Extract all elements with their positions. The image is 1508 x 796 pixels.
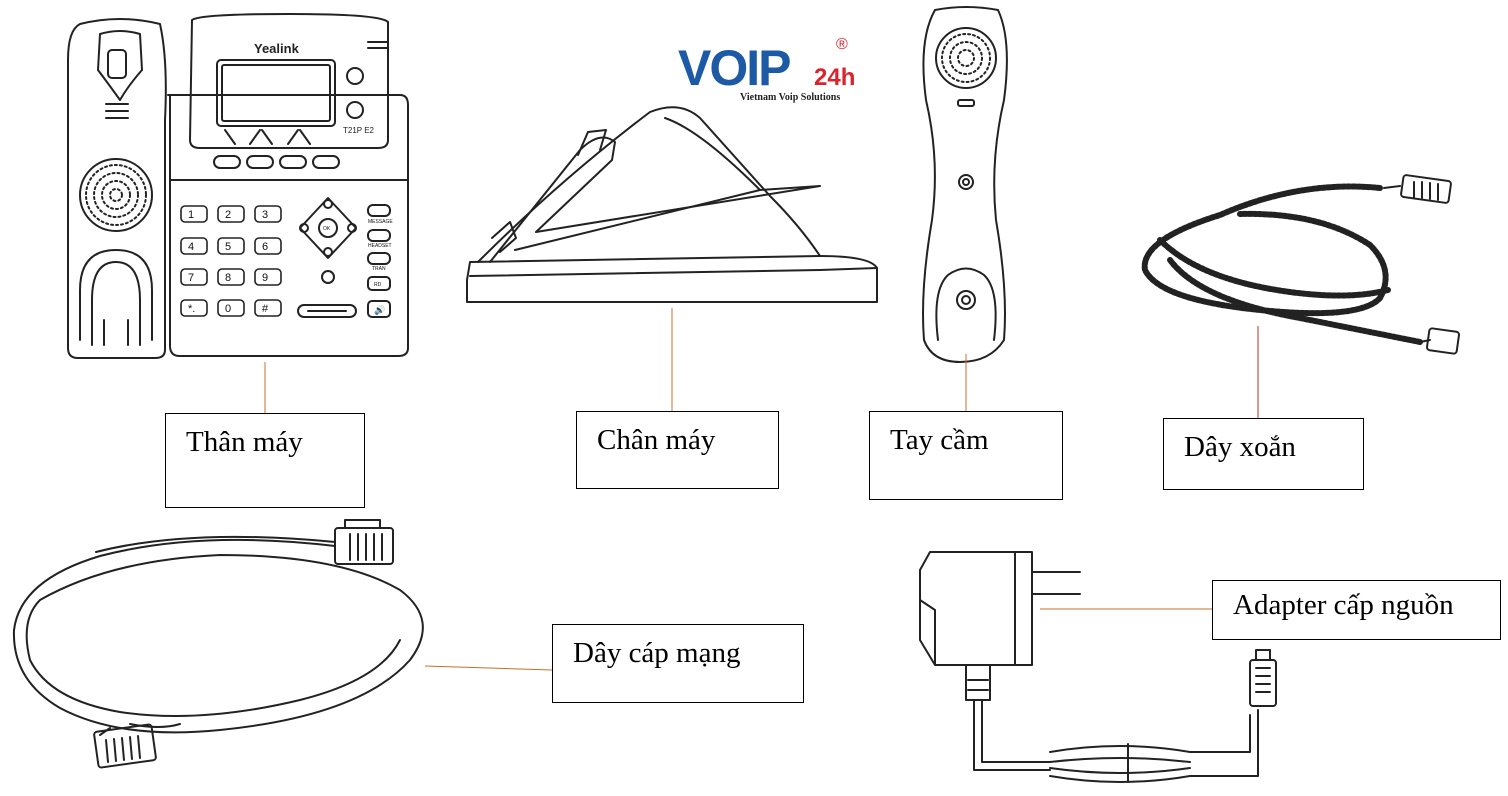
- svg-text:RD: RD: [374, 282, 382, 288]
- label-coil-cord: Dây xoắn: [1163, 418, 1364, 490]
- handset-illustration: [922, 6, 1008, 363]
- svg-text:MESSAGE: MESSAGE: [368, 219, 393, 225]
- svg-text:1: 1: [188, 209, 194, 221]
- svg-text:4: 4: [188, 241, 194, 253]
- label-lan-cable: Dây cáp mạng: [552, 624, 804, 703]
- logo-tagline: Vietnam Voip Solutions: [740, 92, 841, 103]
- svg-text:6: 6: [262, 241, 268, 253]
- keypad-labels: 1 2 3 4 5 6 7 8 9 *. 0 # OK MESSAGE HEAD…: [188, 209, 393, 315]
- svg-text:HEADSET: HEADSET: [368, 243, 392, 249]
- label-phone-body: Thân máy: [165, 413, 365, 508]
- voip24h-logo: VOIP 24h ® Vietnam Voip Solutions: [678, 36, 863, 110]
- svg-text:0: 0: [225, 303, 231, 315]
- label-stand: Chân máy: [576, 411, 779, 489]
- svg-text:TRAN: TRAN: [372, 266, 386, 272]
- speaker-icon: 🔊: [374, 304, 385, 316]
- phone-body-illustration: [67, 13, 409, 359]
- svg-text:*.: *.: [188, 303, 195, 315]
- svg-text:#: #: [262, 303, 269, 315]
- svg-text:OK: OK: [323, 226, 331, 232]
- svg-text:5: 5: [225, 241, 231, 253]
- stand-illustration: [466, 106, 878, 303]
- logo-suffix-text: 24h: [814, 64, 856, 91]
- phone-model: T21P E2: [343, 126, 375, 135]
- adapter-illustration: [919, 551, 1277, 783]
- leader-line-lan: [424, 665, 553, 671]
- label-power-adapter: Adapter cấp nguồn: [1212, 580, 1501, 640]
- svg-text:9: 9: [262, 272, 268, 284]
- logo-registered-mark: ®: [836, 36, 848, 53]
- label-handset: Tay cầm: [869, 411, 1063, 500]
- coil-cord-illustration: [1141, 174, 1460, 355]
- svg-text:7: 7: [188, 272, 194, 284]
- lan-cable-illustration: [12, 519, 424, 769]
- logo-main-text: VOIP: [678, 40, 791, 96]
- svg-text:8: 8: [225, 272, 231, 284]
- svg-text:3: 3: [262, 209, 268, 221]
- svg-text:2: 2: [225, 209, 231, 221]
- phone-brand: Yealink: [254, 41, 300, 56]
